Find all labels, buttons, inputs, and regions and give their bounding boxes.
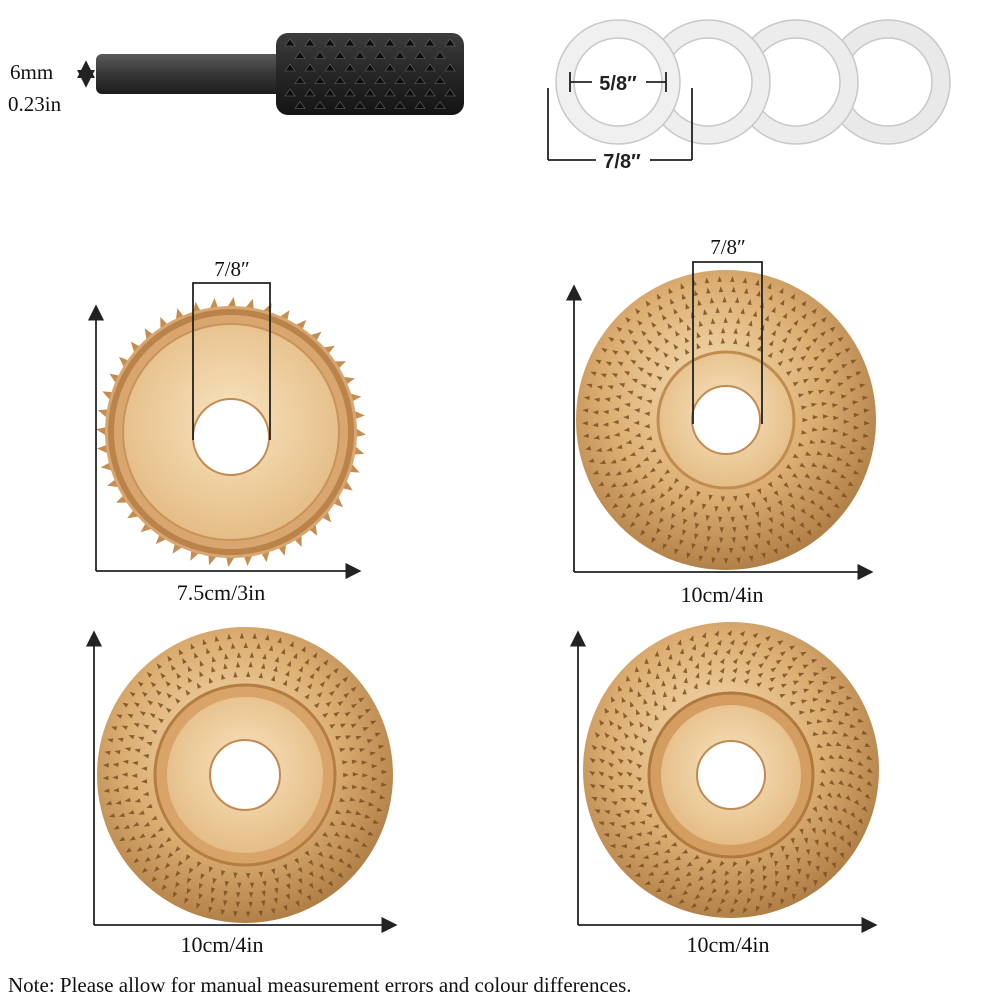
disc-2-bore-label: 7/8″ [710, 235, 746, 259]
disc-2-dimensions [565, 261, 874, 581]
disc-4 [583, 622, 879, 918]
disc-4-teeth [589, 630, 873, 914]
ring-inner-label: 5/8″ [599, 73, 637, 95]
ring-outer-label: 7/8″ [603, 151, 641, 173]
disc-3-teeth [102, 632, 388, 918]
disc-2-teeth [582, 276, 870, 565]
rasp-bit [96, 33, 464, 115]
disc-1-dimensions [87, 282, 362, 580]
disc-2-diameter-label: 10cm/4in [680, 582, 763, 607]
reducer-ring-4 [825, 19, 951, 145]
disc-4-diameter-label: 10cm/4in [686, 932, 769, 957]
shank-dimension: 6mm 0.23in [8, 60, 95, 116]
disc-2 [576, 270, 876, 570]
reducer-ring-3 [733, 19, 859, 145]
rasp-teeth [284, 38, 456, 109]
shank-imperial-label: 0.23in [8, 92, 62, 116]
disc-3-dimensions [85, 630, 398, 934]
disc-3-bore [209, 739, 281, 811]
disc-1-diameter-label: 7.5cm/3in [177, 580, 266, 605]
ring-dimensions [547, 72, 693, 161]
shank-metric-label: 6mm [10, 60, 53, 84]
disc-1-bore-label: 7/8″ [214, 257, 250, 281]
disc-4-bore [696, 740, 766, 810]
disc-4-dimensions [569, 630, 878, 934]
rasp-shank [96, 54, 288, 94]
reducer-ring-2 [645, 19, 771, 145]
reducer-ring-1 [555, 19, 681, 145]
reducer-rings: 5/8″ 7/8″ [547, 19, 951, 173]
disc-3 [97, 627, 393, 923]
disc-1-bore [192, 398, 270, 476]
rasp-head [276, 33, 464, 115]
disc-1-rim [108, 309, 354, 555]
disc-3-diameter-label: 10cm/4in [180, 932, 263, 957]
measurement-note: Note: Please allow for manual measuremen… [8, 973, 632, 997]
disc-2-bore [691, 385, 761, 455]
disc-1 [96, 297, 366, 567]
